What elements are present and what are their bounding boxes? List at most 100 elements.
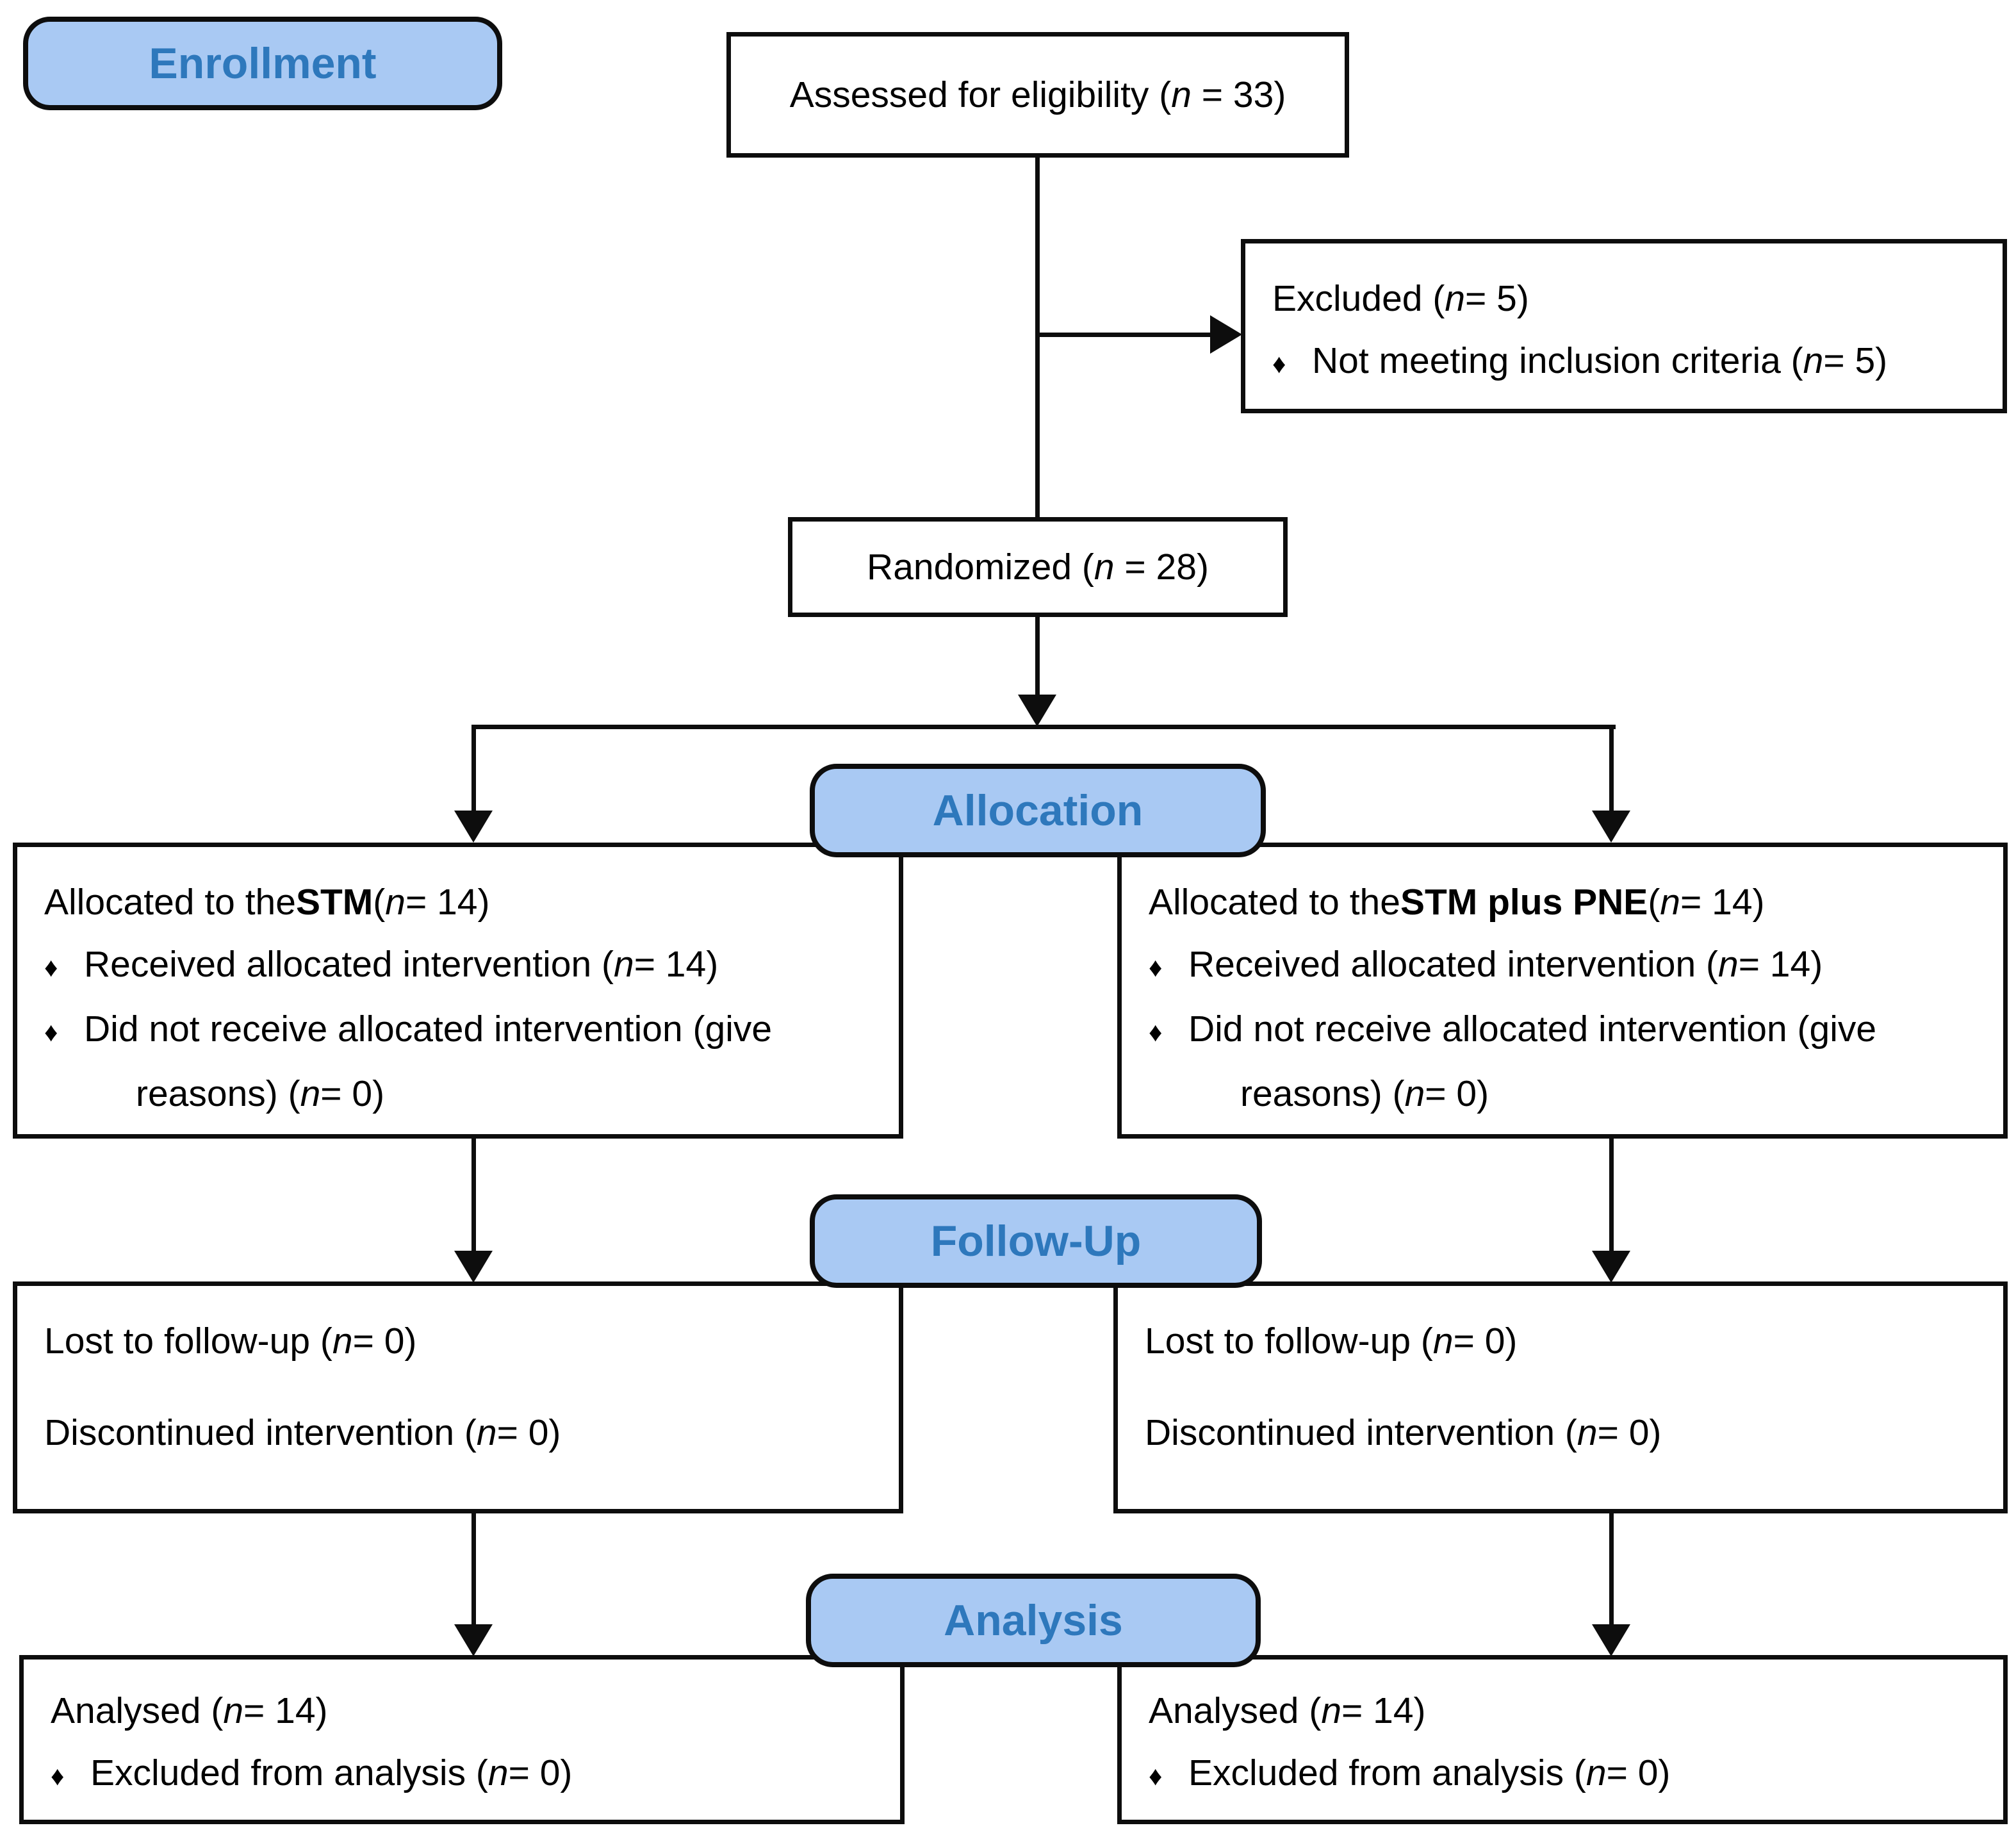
text-segment: ( [373, 882, 386, 923]
node-allocation-stm: Allocated to the STM (n = 14)♦Received a… [13, 843, 903, 1139]
connector-assessed-to-randomized [1035, 158, 1040, 519]
connector-split-to-alloc-left [471, 725, 476, 813]
text-segment: Assessed for eligibility ( [789, 74, 1172, 115]
text-line: ♦ Excluded from analysis (n = 0) [1149, 1742, 1985, 1807]
text-segment: = 0) [1453, 1321, 1518, 1362]
connector-followup-to-analysis-right [1609, 1512, 1614, 1627]
text-line: ♦Received allocated intervention (n = 14… [44, 934, 881, 998]
connector-alloc-to-followup-left [471, 1137, 476, 1254]
text-segment: n [1586, 1752, 1607, 1793]
text-segment: Lost to follow-up ( [44, 1321, 332, 1362]
text-line: ♦Did not receive allocated intervention … [1149, 998, 1985, 1063]
text-segment: n [1094, 547, 1115, 588]
text-segment: Excluded from analysis ( [1188, 1752, 1586, 1793]
bullet-diamond-icon: ♦ [51, 1761, 65, 1791]
text-line: Lost to follow-up (n = 0) [1145, 1310, 1985, 1372]
stage-pill-analysis: Analysis [806, 1574, 1261, 1667]
text-segment: Allocated to the [1149, 882, 1400, 923]
node-allocation-stm-plus-pne: Allocated to the STM plus PNE (n = 14)♦R… [1117, 843, 2008, 1139]
text-segment: n [1803, 340, 1824, 381]
text-line: ♦Received allocated intervention (n = 14… [1149, 934, 1985, 998]
stage-pill-enrollment: Enrollment [23, 17, 502, 110]
text-segment: = 0) [1597, 1412, 1662, 1453]
text-line: Allocated to the STM plus PNE (n = 14) [1149, 871, 1985, 934]
assessed-text: Assessed for eligibility (n = 33) [790, 74, 1286, 116]
node-excluded: Excluded (n = 5)♦Not meeting inclusion c… [1241, 239, 2007, 413]
text-segment: = 0) [508, 1752, 573, 1793]
connector-randomized-to-split [1035, 617, 1040, 700]
text-line: reasons) (n = 0) [1240, 1063, 1985, 1125]
node-analysis-stm-plus-pne: Analysed ( n = 14) ♦ Excluded from analysis… [1117, 1655, 2008, 1824]
bullet-diamond-icon: ♦ [44, 1017, 58, 1047]
text-segment: n [476, 1412, 497, 1453]
stage-label-follow-up: Follow-Up [930, 1217, 1142, 1265]
text-segment: = 14) [405, 882, 490, 923]
followup-stm-plus-pne-text: Lost to follow-up (n = 0)Discontinued in… [1118, 1286, 2003, 1464]
allocation-stm-plus-pne-text: Allocated to the STM plus PNE (n = 14)♦R… [1122, 847, 2003, 1125]
text-segment: = 33) [1191, 74, 1286, 115]
text-segment: = 5) [1823, 340, 1888, 381]
stage-label-allocation: Allocation [932, 786, 1143, 835]
text-segment: n [488, 1752, 509, 1793]
text-segment: = 0) [496, 1412, 561, 1453]
stage-label-enrollment: Enrollment [149, 39, 377, 88]
text-line: Discontinued intervention (n = 0) [44, 1402, 881, 1464]
text-segment: STM [295, 882, 373, 923]
arrowhead-analysis-right-icon [1592, 1624, 1630, 1656]
text-line: Discontinued intervention (n = 0) [1145, 1402, 1985, 1464]
text-segment: Not meeting inclusion criteria ( [1312, 340, 1803, 381]
arrowhead-alloc-left-icon [454, 811, 493, 843]
text-segment: = 5) [1465, 278, 1529, 319]
text-segment: n [1445, 278, 1466, 319]
bullet-diamond-icon: ♦ [44, 952, 58, 982]
text-line: reasons) (n = 0) [136, 1063, 881, 1125]
text-segment: ( [1648, 882, 1660, 923]
node-assessed-for-eligibility: Assessed for eligibility (n = 33) [726, 32, 1349, 158]
text-segment: reasons) ( [1240, 1073, 1405, 1114]
analysis-stm-text: Analysed (n = 14)♦Excluded from analysis… [24, 1660, 900, 1807]
text-segment: = 14) [1680, 882, 1765, 923]
connector-branch-to-excluded [1035, 333, 1213, 337]
text-segment: n [385, 882, 406, 923]
text-segment: = 0) [1425, 1073, 1489, 1114]
arrowhead-split-icon [1018, 695, 1056, 727]
text-segment: Analysed ( [51, 1690, 224, 1731]
connector-split-line [471, 725, 1616, 729]
text-segment: Received allocated intervention ( [84, 944, 614, 985]
text-segment: Lost to follow-up ( [1145, 1321, 1433, 1362]
text-segment: Excluded ( [1272, 278, 1445, 319]
connector-alloc-to-followup-right [1609, 1137, 1614, 1254]
node-analysis-stm: Analysed (n = 14)♦Excluded from analysis… [19, 1655, 905, 1824]
text-line: Excluded (n = 5) [1272, 268, 1985, 330]
bullet-diamond-icon: ♦ [1272, 349, 1286, 379]
text-segment: n [1577, 1412, 1598, 1453]
text-segment: n [1660, 882, 1680, 923]
text-segment: Discontinued intervention ( [1145, 1412, 1577, 1453]
node-followup-stm: Lost to follow-up (n = 0)Discontinued in… [13, 1281, 903, 1513]
text-segment: = 14) [634, 944, 719, 985]
text-segment: reasons) ( [136, 1073, 300, 1114]
text-segment: Received allocated intervention ( [1188, 944, 1718, 985]
text-segment: = 14) [1341, 1690, 1426, 1731]
text-segment: = 28) [1114, 547, 1209, 588]
text-line: Analysed (n = 14) [51, 1680, 882, 1742]
text-segment: n [1171, 74, 1192, 115]
bullet-diamond-icon: ♦ [1149, 1761, 1163, 1791]
text-segment: = 0) [352, 1321, 417, 1362]
stage-pill-follow-up: Follow-Up [810, 1194, 1262, 1288]
text-segment: Allocated to the [44, 882, 296, 923]
text-segment: Did not receive allocated intervention (… [1188, 1009, 1877, 1050]
connector-split-to-alloc-right [1609, 725, 1614, 813]
text-segment: n [300, 1073, 321, 1114]
text-segment: = 0) [1606, 1752, 1671, 1793]
stage-label-analysis: Analysis [944, 1596, 1123, 1645]
allocation-stm-text: Allocated to the STM (n = 14)♦Received a… [17, 847, 899, 1125]
text-segment: n [1717, 944, 1739, 985]
text-line: ♦ Did not receive allocated intervention … [44, 998, 881, 1063]
text-segment: Analysed ( [1149, 1690, 1322, 1731]
text-segment: = 14) [1738, 944, 1823, 985]
node-followup-stm-plus-pne: Lost to follow-up (n = 0)Discontinued in… [1113, 1281, 2008, 1513]
randomized-text: Randomized (n = 28) [867, 546, 1209, 588]
text-line: Allocated to the STM (n = 14) [44, 871, 881, 934]
text-segment: Did not receive allocated intervention (… [84, 1009, 773, 1050]
